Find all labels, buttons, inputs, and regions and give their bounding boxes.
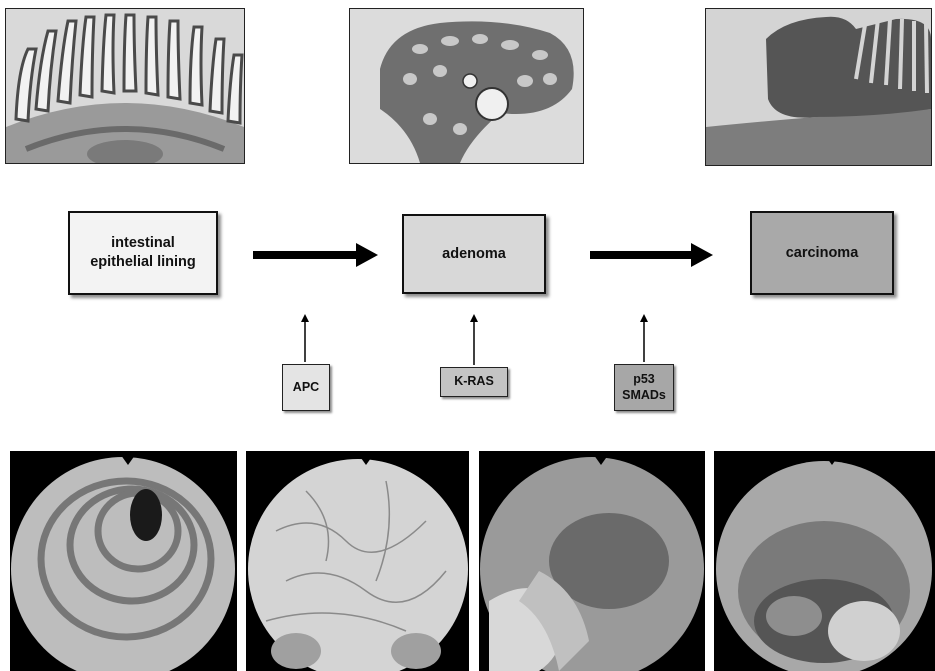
arrow-normal-to-adenoma bbox=[253, 243, 378, 267]
endoscopy-carcinoma-mass-image bbox=[714, 451, 935, 671]
gene-box-p53-smads: p53 SMADs bbox=[614, 364, 674, 411]
arrow-apc-up bbox=[301, 314, 309, 362]
endoscopy-adenoma-polyp-image bbox=[479, 451, 705, 671]
arrow-adenoma-to-carcinoma bbox=[590, 243, 713, 267]
endoscopy-flat-mucosa-image bbox=[246, 451, 469, 671]
endoscopy-normal-colon-image bbox=[10, 451, 237, 671]
arrow-kras-up bbox=[470, 314, 478, 365]
gene-box-apc: APC bbox=[282, 364, 330, 411]
gene-box-kras: K-RAS bbox=[440, 367, 508, 397]
arrow-p53-up bbox=[640, 314, 648, 362]
